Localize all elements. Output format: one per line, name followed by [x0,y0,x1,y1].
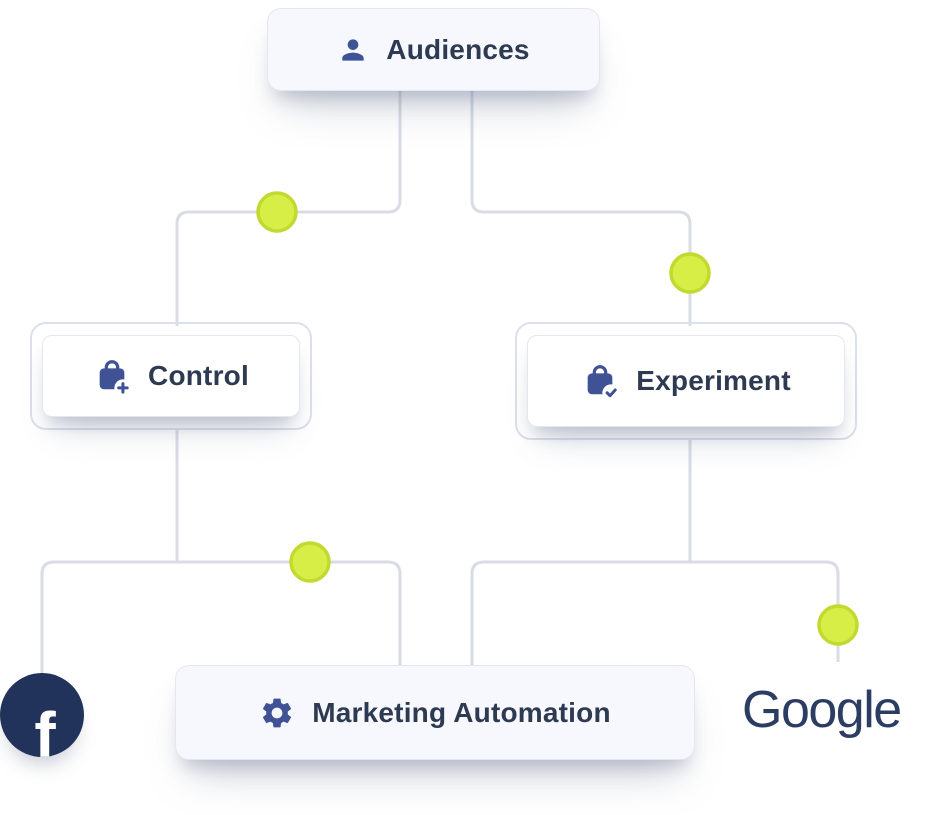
node-label: Experiment [636,365,791,396]
facebook-f-glyph: f [34,699,56,757]
person-icon [337,34,369,66]
node-label: Control [148,360,249,391]
bag-plus-icon [93,357,132,395]
node-experiment[interactable]: Experiment [527,335,845,427]
node-control-frame: Control [30,322,312,430]
node-audiences[interactable]: Audiences [267,8,600,91]
facebook-logo[interactable]: f [0,673,84,757]
wire-control-facebook-marketing [40,560,402,675]
node-marketing-automation[interactable]: Marketing Automation [175,665,695,760]
node-label: Audiences [386,33,530,65]
node-experiment-frame: Experiment [515,322,857,440]
bag-check-icon [581,362,620,400]
connector-dot [817,604,859,646]
node-control[interactable]: Control [42,335,300,417]
wire-audiences-experiment [470,91,692,326]
node-label: Marketing Automation [312,696,611,728]
wire-experiment-marketing-google [470,560,840,667]
gear-icon [259,695,295,731]
connector-dot [289,541,331,583]
google-logo[interactable]: Google [742,681,902,739]
connector-dot [256,191,298,233]
connector-dot [669,252,711,294]
